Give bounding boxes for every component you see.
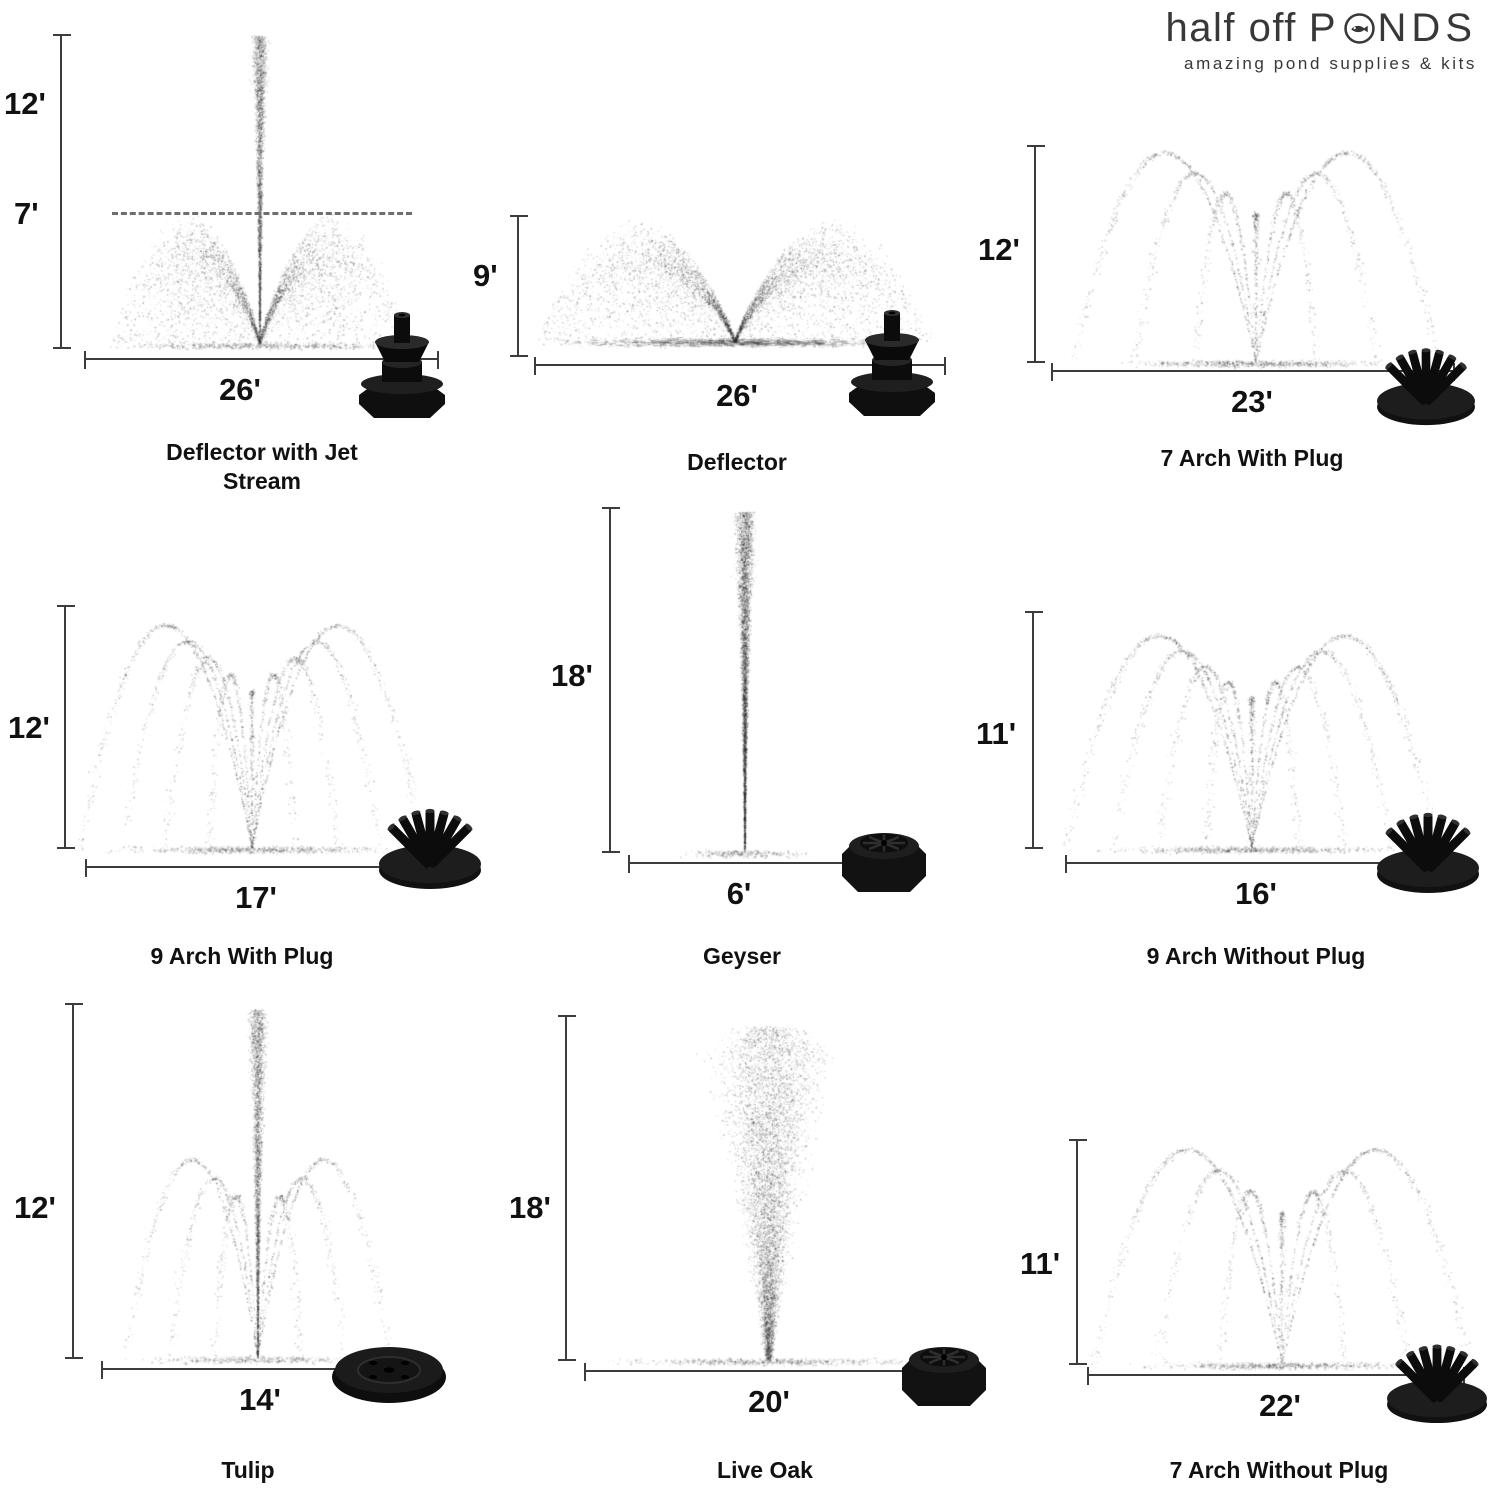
arch-cluster-nozzle-image — [1380, 1328, 1493, 1426]
arch-cluster-nozzle-image — [1370, 796, 1486, 896]
fountain-name: Deflector with Jet Stream — [162, 438, 362, 496]
fountain-panel-tulip: 12' 14' Tulip — [0, 1000, 497, 1500]
spray-pattern-image — [994, 500, 1491, 1000]
height-ruler — [517, 216, 519, 356]
height-ruler — [1032, 612, 1034, 848]
height-label: 18' — [509, 1190, 551, 1226]
fountain-panel-7-arch-without-plug: 11' 22' 7 Arch Without Plug — [994, 1000, 1491, 1500]
fountain-name: 9 Arch Without Plug — [1086, 942, 1426, 971]
spray-pattern-image — [497, 0, 994, 500]
fountain-name: 7 Arch With Plug — [1092, 444, 1412, 473]
height-label: 11' — [976, 716, 1016, 752]
secondary-height-label: 7' — [14, 196, 39, 232]
height-ruler — [1076, 1140, 1078, 1364]
geyser-nozzle-image — [833, 808, 935, 896]
height-ruler — [1034, 146, 1036, 362]
fountain-name: 9 Arch With Plug — [82, 942, 402, 971]
dashed-height-line — [112, 212, 412, 215]
fountain-panel-7-arch-with-plug: 12' 23' 7 Arch With Plug — [994, 0, 1491, 500]
fountain-name: Deflector — [587, 448, 887, 477]
width-label: 17' — [235, 880, 277, 916]
height-label: 11' — [1020, 1246, 1060, 1282]
height-ruler — [64, 606, 66, 848]
fountain-panel-deflector-jet-stream: 12' 7' 26' Deflector with Jet Stream — [0, 0, 497, 500]
geyser-nozzle-image — [893, 1322, 995, 1410]
width-label: 6' — [727, 876, 752, 912]
deflector-nozzle-image — [842, 300, 942, 418]
height-label: 12' — [14, 1190, 56, 1226]
width-label: 14' — [239, 1382, 281, 1418]
fountain-panel-geyser: 18' 6' Geyser — [497, 500, 994, 1000]
height-label: 12' — [978, 232, 1020, 268]
width-ruler — [629, 862, 849, 864]
width-label: 20' — [748, 1384, 790, 1420]
arch-cluster-nozzle-image — [1370, 332, 1482, 428]
fountain-name: Live Oak — [615, 1456, 915, 1485]
spray-pattern-image — [0, 1000, 497, 1500]
spray-pattern-image — [497, 500, 994, 1000]
width-label: 26' — [219, 372, 261, 408]
width-label: 26' — [716, 378, 758, 414]
fountain-panel-9-arch-with-plug: 12' 17' 9 Arch With Plug — [0, 500, 497, 1000]
height-label: 9' — [473, 258, 498, 294]
height-ruler — [565, 1016, 567, 1360]
spray-pattern-image — [0, 500, 497, 1000]
arch-cluster-nozzle-image — [372, 792, 488, 892]
fountain-name: Tulip — [98, 1456, 398, 1485]
fountain-panel-live-oak: 18' 20' Live Oak — [497, 1000, 994, 1500]
height-label: 18' — [551, 658, 593, 694]
width-label: 23' — [1231, 384, 1273, 420]
height-ruler — [72, 1004, 74, 1358]
fountain-panel-deflector: 9' 26' Deflector — [497, 0, 994, 500]
height-ruler — [609, 508, 611, 852]
deflector-nozzle-image — [352, 302, 452, 420]
fountain-name: Geyser — [592, 942, 892, 971]
spray-pattern-image — [497, 1000, 994, 1500]
height-label: 12' — [8, 710, 50, 746]
tulip-disc-nozzle-image — [328, 1330, 450, 1406]
fountain-name: 7 Arch Without Plug — [1109, 1456, 1449, 1485]
width-label: 22' — [1259, 1388, 1301, 1424]
fountain-panel-9-arch-without-plug: 11' 16' 9 Arch Without Plug — [994, 500, 1491, 1000]
spray-pattern-image — [0, 0, 497, 500]
height-ruler — [60, 35, 62, 348]
width-label: 16' — [1235, 876, 1277, 912]
height-label: 12' — [4, 86, 46, 122]
